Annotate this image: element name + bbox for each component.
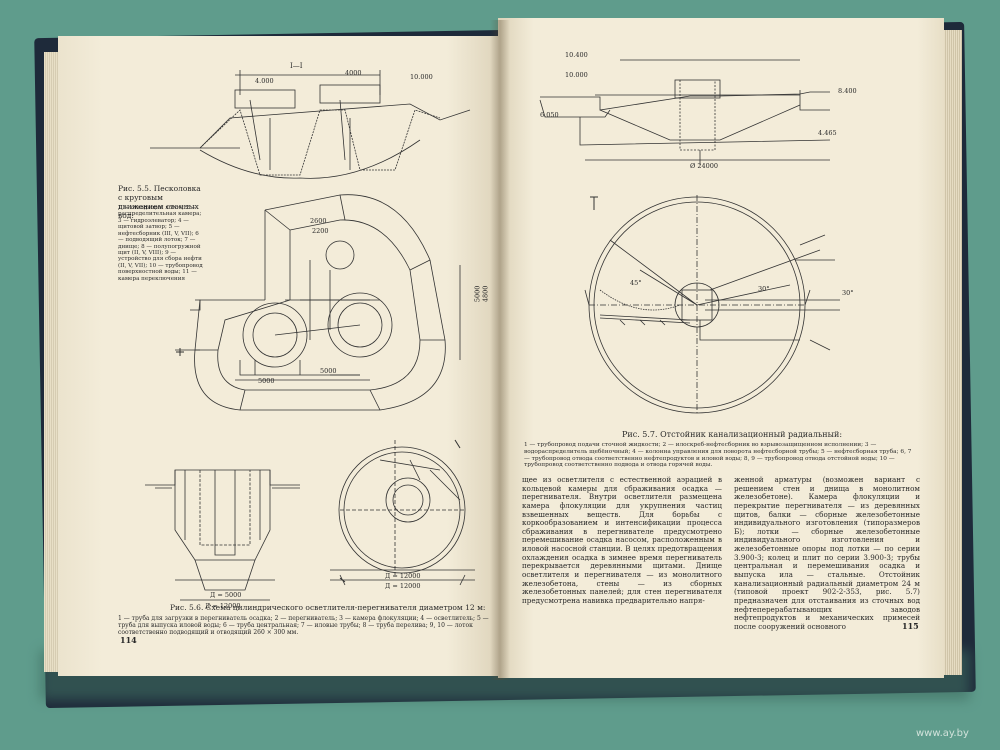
fig-5-7-caption: Рис. 5.7. Отстойник канализационный ради… — [622, 430, 843, 439]
fig-5-6-dim-4: Д = 12000 — [385, 582, 421, 590]
fig-5-7-dim-4: 8.400 — [838, 87, 857, 95]
right-column-1: щее из осветлителя с естественной аэраци… — [522, 475, 722, 605]
fig-5-7-dim-6: Ø 24000 — [690, 162, 719, 170]
right-page-number: 115 — [902, 621, 919, 631]
page-edges-left — [44, 52, 58, 672]
fig-5-6-dim-2: Д = 12000 — [205, 602, 241, 610]
fig-5-5-dim-8: 5000 — [258, 377, 275, 385]
fig-5-7-legend: 1 — трубопровод подачи сточной жидкости;… — [524, 442, 912, 469]
spine-gutter — [490, 20, 510, 680]
watermark: www.ay.by — [916, 728, 969, 739]
fig-5-7-section — [539, 59, 831, 165]
fig-5-5-dim-7: 4800 — [481, 285, 490, 303]
fig-5-6-caption: Рис. 5.6. Схема цилиндрического осветлит… — [170, 603, 486, 612]
fig-5-5-legend: 1 — отводящий лоток; 2 — распределительн… — [118, 205, 203, 282]
right-page — [498, 18, 944, 678]
fig-5-7-dim-2: 10.000 — [565, 71, 588, 79]
fig-5-5-dim-4: 2600 — [310, 217, 327, 225]
fig-5-7-dim-1: 10.400 — [565, 51, 588, 59]
fig-5-6-dim-1: Д = 5000 — [210, 591, 242, 599]
fig-5-7-dim-3: 6.050 — [540, 111, 559, 119]
fig-5-7-angle-3: 30° — [842, 289, 854, 297]
fig-5-6-plan — [330, 440, 475, 586]
right-column-2: женной арматуры (возможен вариант с реше… — [734, 475, 920, 631]
fig-5-5-plan — [175, 194, 461, 411]
fig-5-5-dim-3: 10.000 — [410, 73, 433, 81]
fig-5-5-dim-1: 4.000 — [255, 77, 274, 85]
fig-5-5-caption: Рис. 5.5. Песколовка с круговым движение… — [118, 184, 201, 220]
fig-5-6-dim-3: Д = 12000 — [385, 572, 421, 580]
fig-5-6-legend: 1 — труба для загрузки в перегниватель о… — [118, 615, 489, 637]
left-page — [58, 36, 500, 676]
fig-5-5-dim-5: 2200 — [312, 227, 329, 235]
fig-5-6-section — [145, 469, 300, 601]
page-edges-right — [940, 30, 962, 675]
fig-5-7-plan — [584, 195, 840, 415]
fig-5-5-section-label: I—I — [290, 62, 303, 70]
fig-5-5-section — [150, 70, 471, 179]
fig-5-5-dim-9: 5000 — [320, 367, 337, 375]
fig-5-7-angle-1: 45° — [630, 279, 642, 287]
fig-5-5-dim-2: 4000 — [345, 69, 362, 77]
fig-5-7-dim-5: 4.465 — [818, 129, 837, 137]
fig-5-7-angle-2: 30° — [758, 285, 770, 293]
left-page-number: 114 — [120, 635, 137, 645]
